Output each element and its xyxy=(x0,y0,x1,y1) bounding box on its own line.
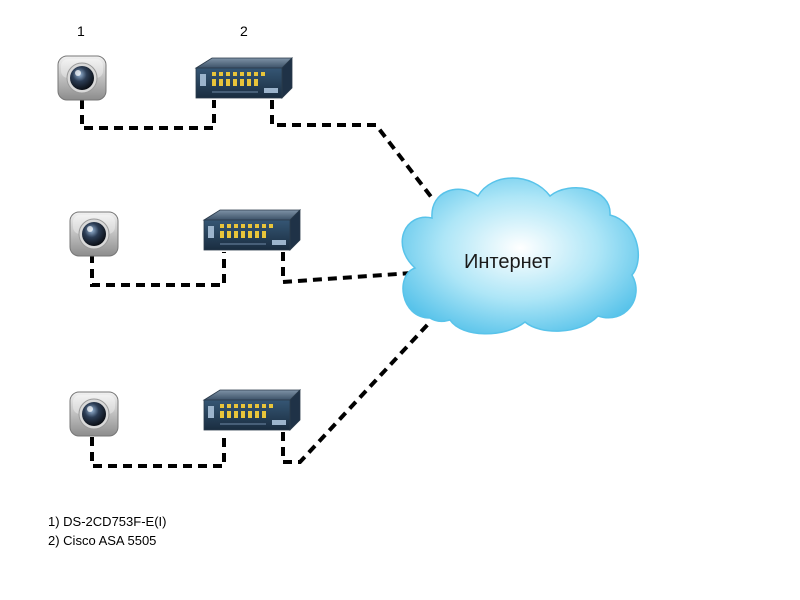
cloud-shape xyxy=(401,177,640,335)
camera-icon xyxy=(57,55,107,101)
cloud-label: Интернет xyxy=(464,251,551,273)
link-camera-2-to-firewall-2 xyxy=(90,252,226,287)
camera-icon xyxy=(69,391,119,437)
links xyxy=(80,100,434,468)
internet-cloud: Интернет xyxy=(401,177,640,335)
link-firewall-3-to-internet xyxy=(281,320,432,464)
link-firewall-2-to-internet xyxy=(281,252,413,285)
firewall-device-icon xyxy=(203,389,301,431)
legend-item-camera: 1) DS-2CD753F-E(I) xyxy=(48,514,167,529)
label-marker-1: 1 xyxy=(77,23,85,39)
camera-icon xyxy=(69,211,119,257)
firewall-device-icon xyxy=(203,209,301,251)
link-firewall-1-to-internet xyxy=(270,100,434,200)
legend: 1) DS-2CD753F-E(I) 2) Cisco ASA 5505 xyxy=(48,512,166,550)
firewall-device-icon xyxy=(195,57,293,99)
legend-item-firewall: 2) Cisco ASA 5505 xyxy=(48,533,157,548)
link-camera-1-to-firewall-1 xyxy=(80,100,216,130)
label-marker-2: 2 xyxy=(240,23,248,39)
link-camera-3-to-firewall-3 xyxy=(90,432,226,468)
